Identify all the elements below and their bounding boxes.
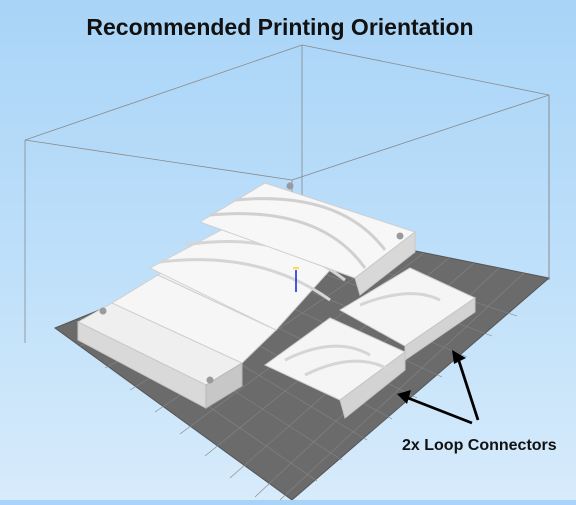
z-axis-indicator-icon bbox=[293, 267, 299, 292]
annotation-arrows bbox=[397, 350, 480, 425]
track-part-front bbox=[76, 274, 277, 409]
loop-connector-1 bbox=[338, 267, 477, 361]
page-title: Recommended Printing Orientation bbox=[86, 14, 474, 40]
track-part-back bbox=[198, 182, 417, 296]
annotation-label: 2x Loop Connectors bbox=[402, 437, 557, 454]
loop-connector-2 bbox=[264, 317, 406, 419]
